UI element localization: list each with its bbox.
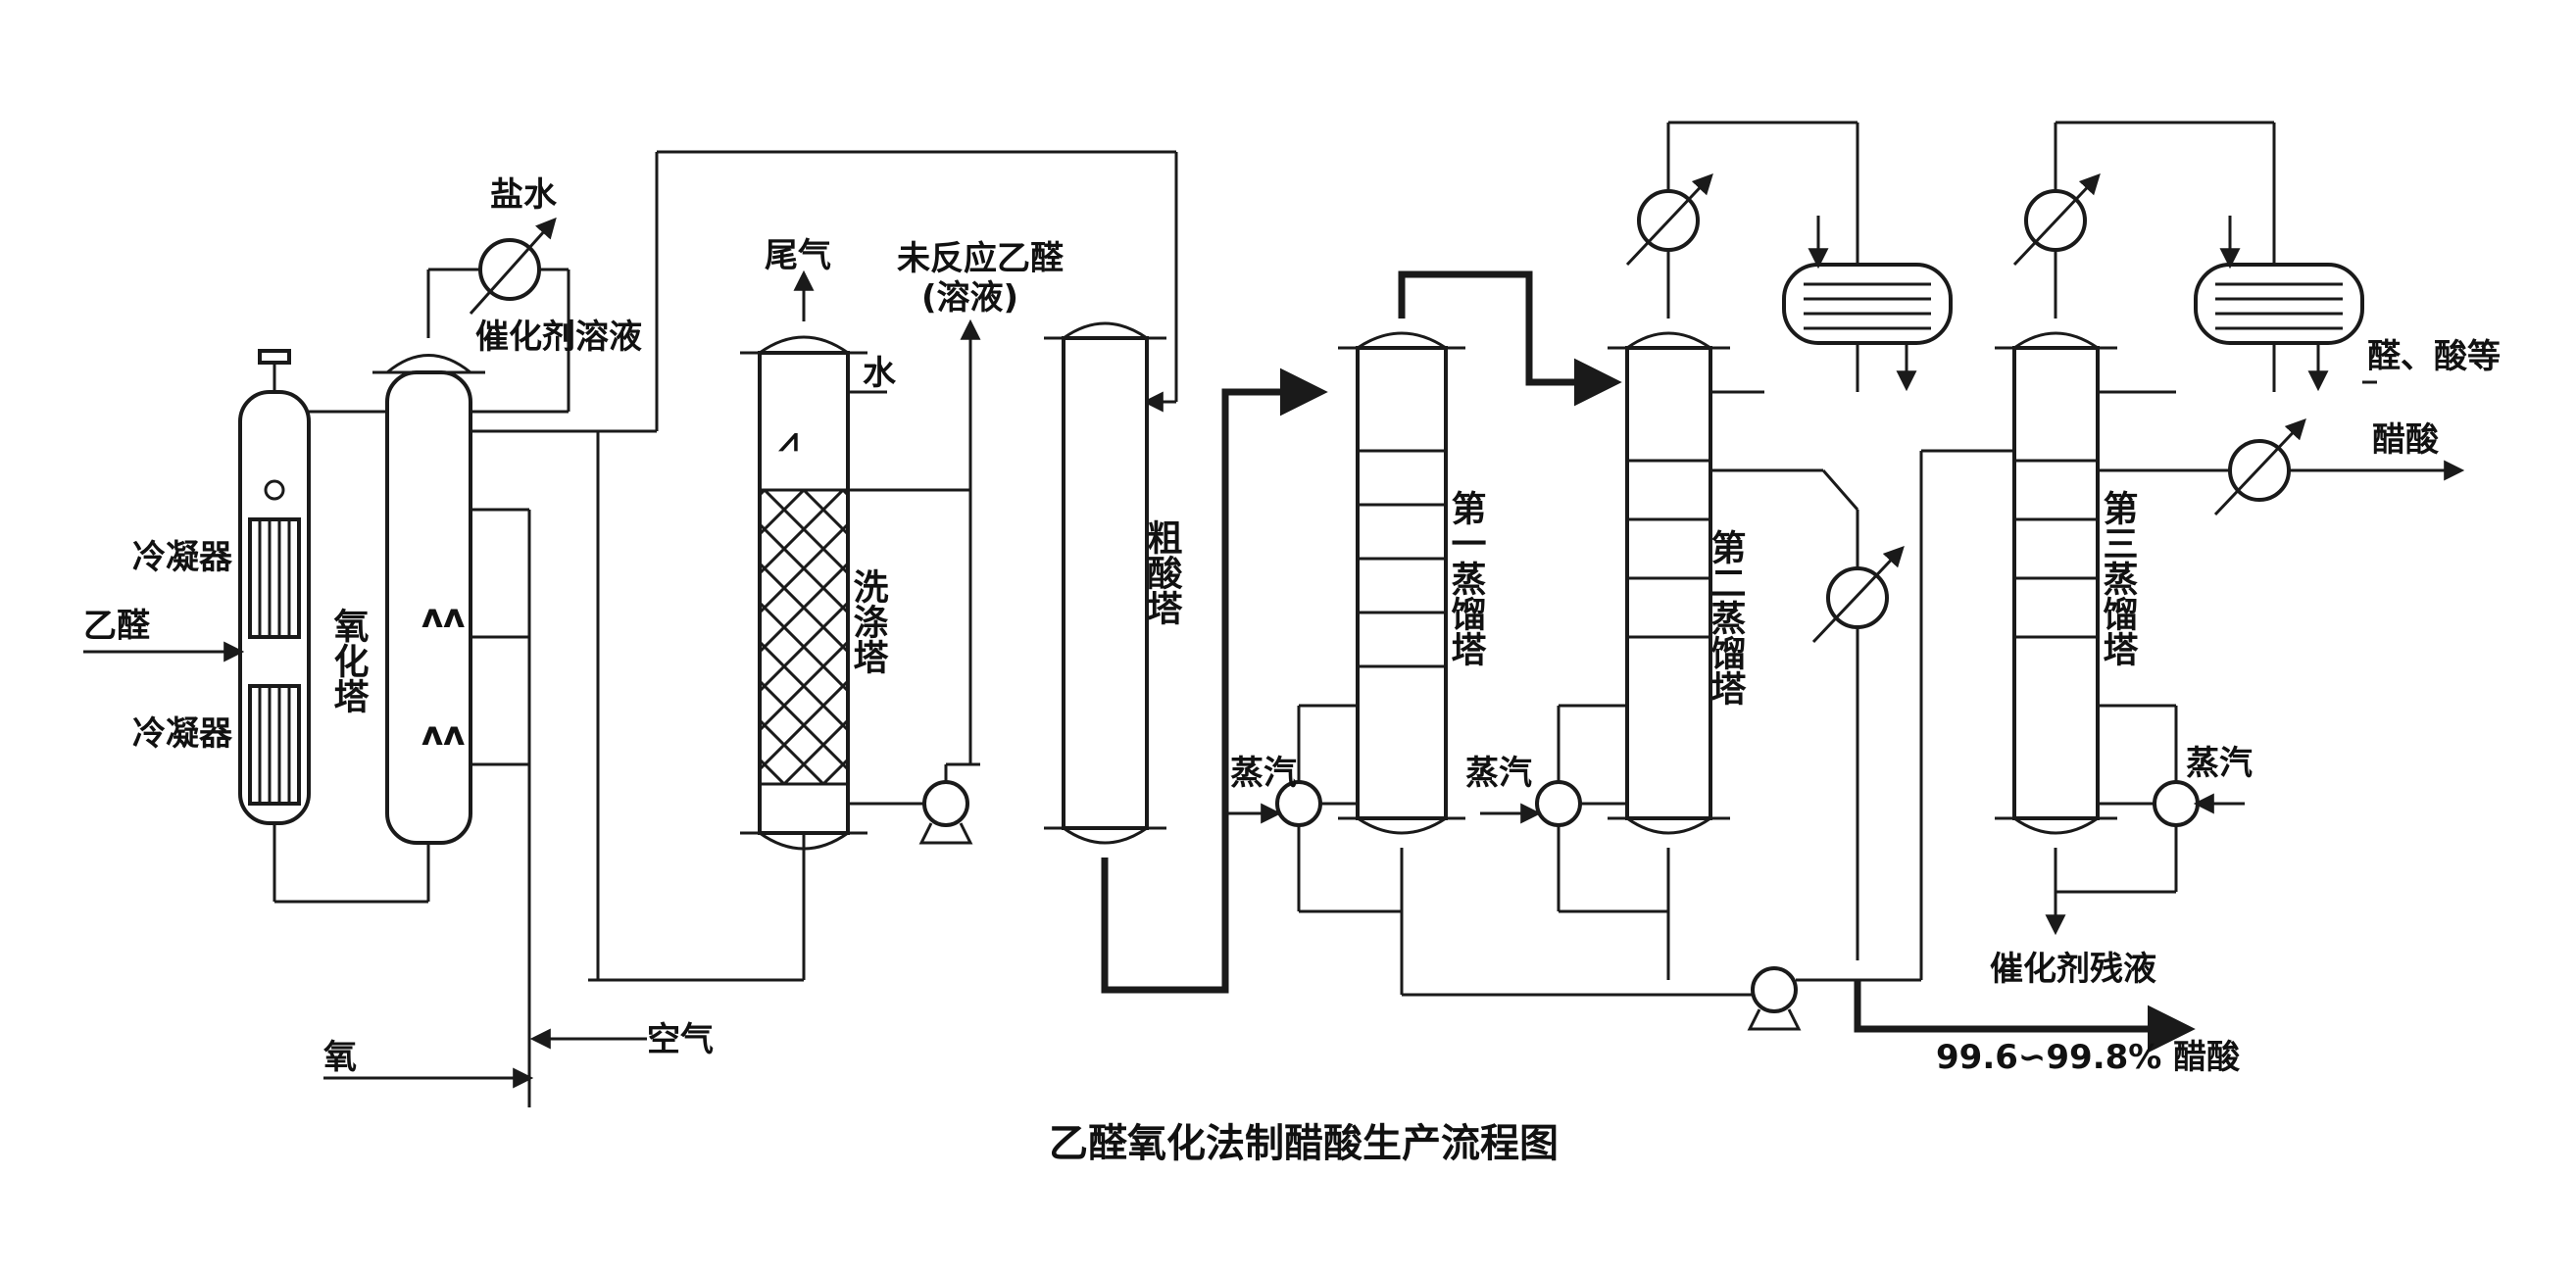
label-acetaldehyde-in: 乙醛	[83, 607, 150, 646]
label-steam-1: 蒸汽	[1230, 754, 1297, 793]
brine-cooler-icon	[469, 217, 557, 316]
label-tail-gas: 尾气	[765, 236, 831, 275]
oxidation-tower: ʌʌ ʌʌ	[372, 354, 485, 845]
third-distillation-tower	[1995, 331, 2117, 835]
label-second-distillation: 第二蒸馏塔	[1706, 529, 1747, 706]
diagram-caption: 乙醛氧化法制醋酸生产流程图	[1049, 1121, 1559, 1166]
label-steam-3: 蒸汽	[2186, 744, 2253, 783]
label-product: 99.6∽99.8% 醋酸	[1936, 1038, 2241, 1077]
reflux-cooler-icon	[1625, 172, 1713, 267]
label-oxidation-tower: 氧化塔	[328, 608, 370, 713]
crude-acid-tower	[1044, 321, 1166, 845]
spray-nozzle-icon: ⩘	[778, 420, 798, 460]
label-washing-tower: 洗涤塔	[848, 568, 889, 674]
packing-bed	[758, 488, 850, 786]
label-solution-paren: (溶液)	[921, 278, 1018, 318]
label-crude-acid-tower: 粗酸塔	[1142, 519, 1183, 625]
agitator-icon	[264, 479, 285, 501]
sparger-icon: ʌʌ	[421, 597, 465, 636]
condenser-unit	[238, 349, 311, 825]
heat-exchanger-2	[2194, 263, 2364, 345]
reflux-cooler-icon	[2012, 172, 2101, 267]
washing-tower: ⩘	[740, 335, 867, 851]
sparger-icon: ʌʌ	[421, 714, 465, 754]
pump-icon	[918, 780, 973, 845]
pump-icon	[1747, 966, 1802, 1031]
label-condenser-top: 冷凝器	[132, 538, 233, 577]
label-brine: 盐水	[490, 175, 558, 215]
label-aldehyde-acid-etc: 醛、酸等	[2367, 337, 2501, 376]
condenser-tubes	[258, 519, 291, 804]
second-distillation-tower	[1608, 331, 1730, 835]
heat-exchanger-1	[1782, 263, 1953, 345]
label-acetic-acid: 醋酸	[2372, 420, 2440, 460]
label-oxygen: 氧	[323, 1038, 357, 1077]
reboiler-icon	[1535, 780, 1582, 827]
reboiler-icon	[2153, 780, 2200, 827]
first-distillation-tower	[1338, 331, 1465, 835]
label-unreacted-acetaldehyde: 未反应乙醛	[897, 239, 1064, 278]
label-condenser-bottom: 冷凝器	[132, 714, 233, 754]
label-catalyst-solution: 催化剂溶液	[475, 318, 642, 357]
product-cooler-icon	[2213, 417, 2306, 516]
label-third-distillation: 第三蒸馏塔	[2098, 490, 2139, 666]
label-steam-2: 蒸汽	[1465, 754, 1532, 793]
label-air: 空气	[647, 1020, 714, 1059]
acid-heater-icon	[1811, 545, 1905, 644]
label-first-distillation: 第一蒸馏塔	[1446, 490, 1487, 666]
label-catalyst-residue: 催化剂残液	[1990, 950, 2156, 989]
label-water: 水	[863, 354, 897, 393]
